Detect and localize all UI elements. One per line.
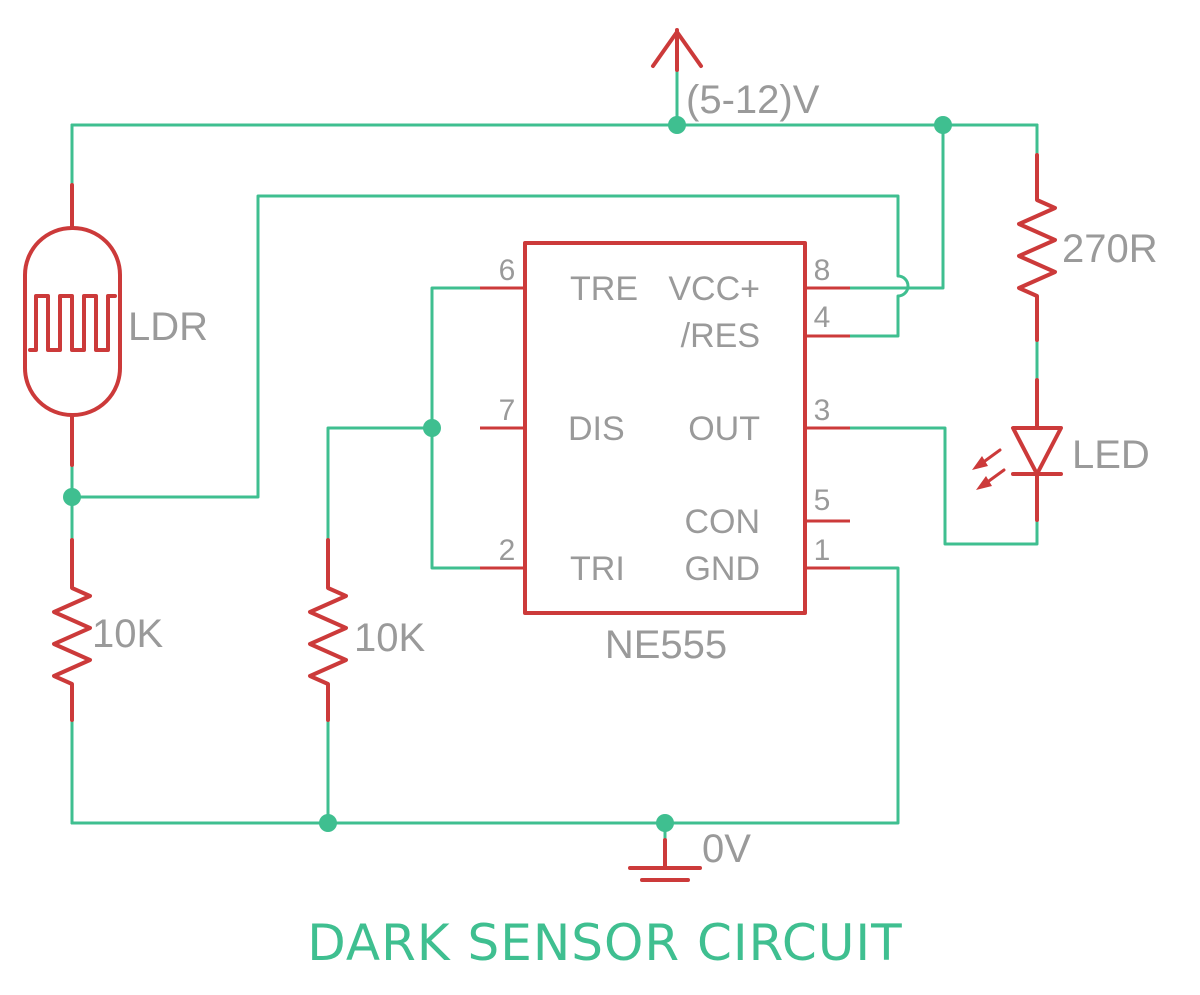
led-diode-icon — [1011, 426, 1063, 476]
ldr-label: LDR — [128, 305, 208, 349]
led-light-arrowhead-icon — [972, 456, 988, 470]
resistor-led: 270R — [1017, 153, 1158, 342]
ne555-ic: 6 TRE 7 DIS 2 TRI 8 VCC+ 4 /RES 3 OUT 5 … — [480, 241, 850, 667]
ic-pin-function: OUT — [688, 410, 760, 448]
resistor-bottom-left-label: 10K — [92, 612, 163, 656]
supply-symbol: (5-12)V — [651, 28, 820, 122]
junction-ground-middle — [319, 814, 337, 832]
ic-pin-number: 6 — [499, 254, 516, 287]
led-label: LED — [1072, 433, 1150, 477]
junction-vcc — [934, 116, 952, 134]
ground-icon — [628, 838, 702, 882]
ldr-node-to-reset-wire — [70, 194, 910, 499]
diagram-title: DARK SENSOR CIRCUIT — [307, 914, 902, 972]
ic-pin-function: DIS — [568, 410, 625, 448]
ground-label: 0V — [702, 827, 751, 871]
ic-pin-number: 7 — [499, 394, 516, 427]
led-light-arrowhead-icon — [976, 476, 992, 490]
ic-body — [523, 241, 807, 615]
resistor-led-label: 270R — [1062, 227, 1158, 271]
ic-pin-function: TRI — [570, 550, 625, 588]
resistor-middle: 10K — [308, 538, 425, 722]
junction-ldr-node — [63, 488, 81, 506]
ic-pin-function: VCC+ — [668, 270, 760, 308]
ic-name-label: NE555 — [605, 623, 727, 667]
supply-arrow-icon — [651, 28, 703, 72]
junction-middle-node — [423, 419, 441, 437]
resistor-bottom-left: 10K — [52, 538, 163, 722]
ic-pin-function: TRE — [570, 270, 638, 308]
resistor-icon — [308, 538, 348, 722]
junction-supply — [668, 116, 686, 134]
resistor-middle-label: 10K — [354, 616, 425, 660]
junction-ground — [656, 814, 674, 832]
ic-pin-number: 1 — [814, 534, 831, 567]
resistor-icon — [52, 538, 92, 722]
ic-pin-function: GND — [684, 550, 760, 588]
led: LED — [972, 378, 1150, 522]
ic-pin-number: 4 — [814, 301, 831, 334]
junctions — [63, 116, 952, 832]
ic-pin-number: 8 — [814, 254, 831, 287]
wires — [70, 68, 1039, 870]
ground-rail-wire — [70, 566, 900, 825]
ic-pin-number: 3 — [814, 394, 831, 427]
ic-pin-function: CON — [684, 503, 760, 541]
ic-pin-function: /RES — [681, 317, 760, 355]
ic-pin-number: 5 — [814, 484, 831, 517]
ic-pin-number: 2 — [499, 534, 516, 567]
resistor-icon — [1017, 153, 1057, 342]
supply-label: (5-12)V — [686, 78, 820, 122]
vcc-wire — [848, 123, 945, 290]
ldr: LDR — [23, 183, 208, 467]
led-bottom-wire — [848, 426, 1039, 546]
ldr-serpentine-icon — [28, 294, 117, 352]
ground-symbol: 0V — [628, 827, 751, 882]
middle-node-wire — [326, 426, 434, 542]
ldr-body-icon — [23, 226, 122, 417]
